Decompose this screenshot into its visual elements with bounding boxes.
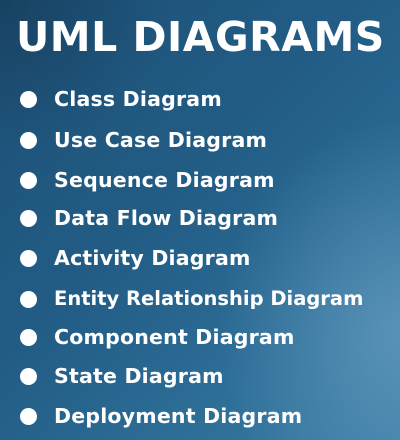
list-item-label: Entity Relationship Diagram <box>54 287 364 310</box>
list-item-class-diagram: Class Diagram <box>20 84 398 114</box>
list-item-label: Class Diagram <box>54 87 222 111</box>
list-item-deployment-diagram: Deployment Diagram <box>20 401 398 431</box>
bullet-icon <box>20 290 37 308</box>
list-item-label: State Diagram <box>54 364 224 388</box>
bullet-icon <box>20 249 37 267</box>
list-item-component-diagram: Component Diagram <box>20 322 398 352</box>
list-item-label: Sequence Diagram <box>54 168 275 192</box>
list-item-state-diagram: State Diagram <box>20 361 398 391</box>
list-item-activity-diagram: Activity Diagram <box>20 243 398 273</box>
list-item-label: Use Case Diagram <box>54 128 268 152</box>
list-item-label: Component Diagram <box>54 325 295 349</box>
list-item-label: Activity Diagram <box>54 246 251 270</box>
list-item-label: Deployment Diagram <box>54 404 303 428</box>
list-item-entity-relationship-diagram: Entity Relationship Diagram <box>20 284 398 314</box>
list-item-label: Data Flow Diagram <box>54 206 279 230</box>
bullet-icon <box>20 209 37 227</box>
list-item-data-flow-diagram: Data Flow Diagram <box>20 203 398 233</box>
page-title: UML DIAGRAMS <box>16 13 385 61</box>
list-item-use-case-diagram: Use Case Diagram <box>20 125 398 155</box>
list-item-sequence-diagram: Sequence Diagram <box>20 165 398 195</box>
bullet-icon <box>20 407 37 425</box>
bullet-icon <box>20 367 37 385</box>
bullet-icon <box>20 90 37 108</box>
bullet-icon <box>20 328 37 346</box>
bullet-icon <box>20 171 37 189</box>
bullet-icon <box>20 131 37 149</box>
